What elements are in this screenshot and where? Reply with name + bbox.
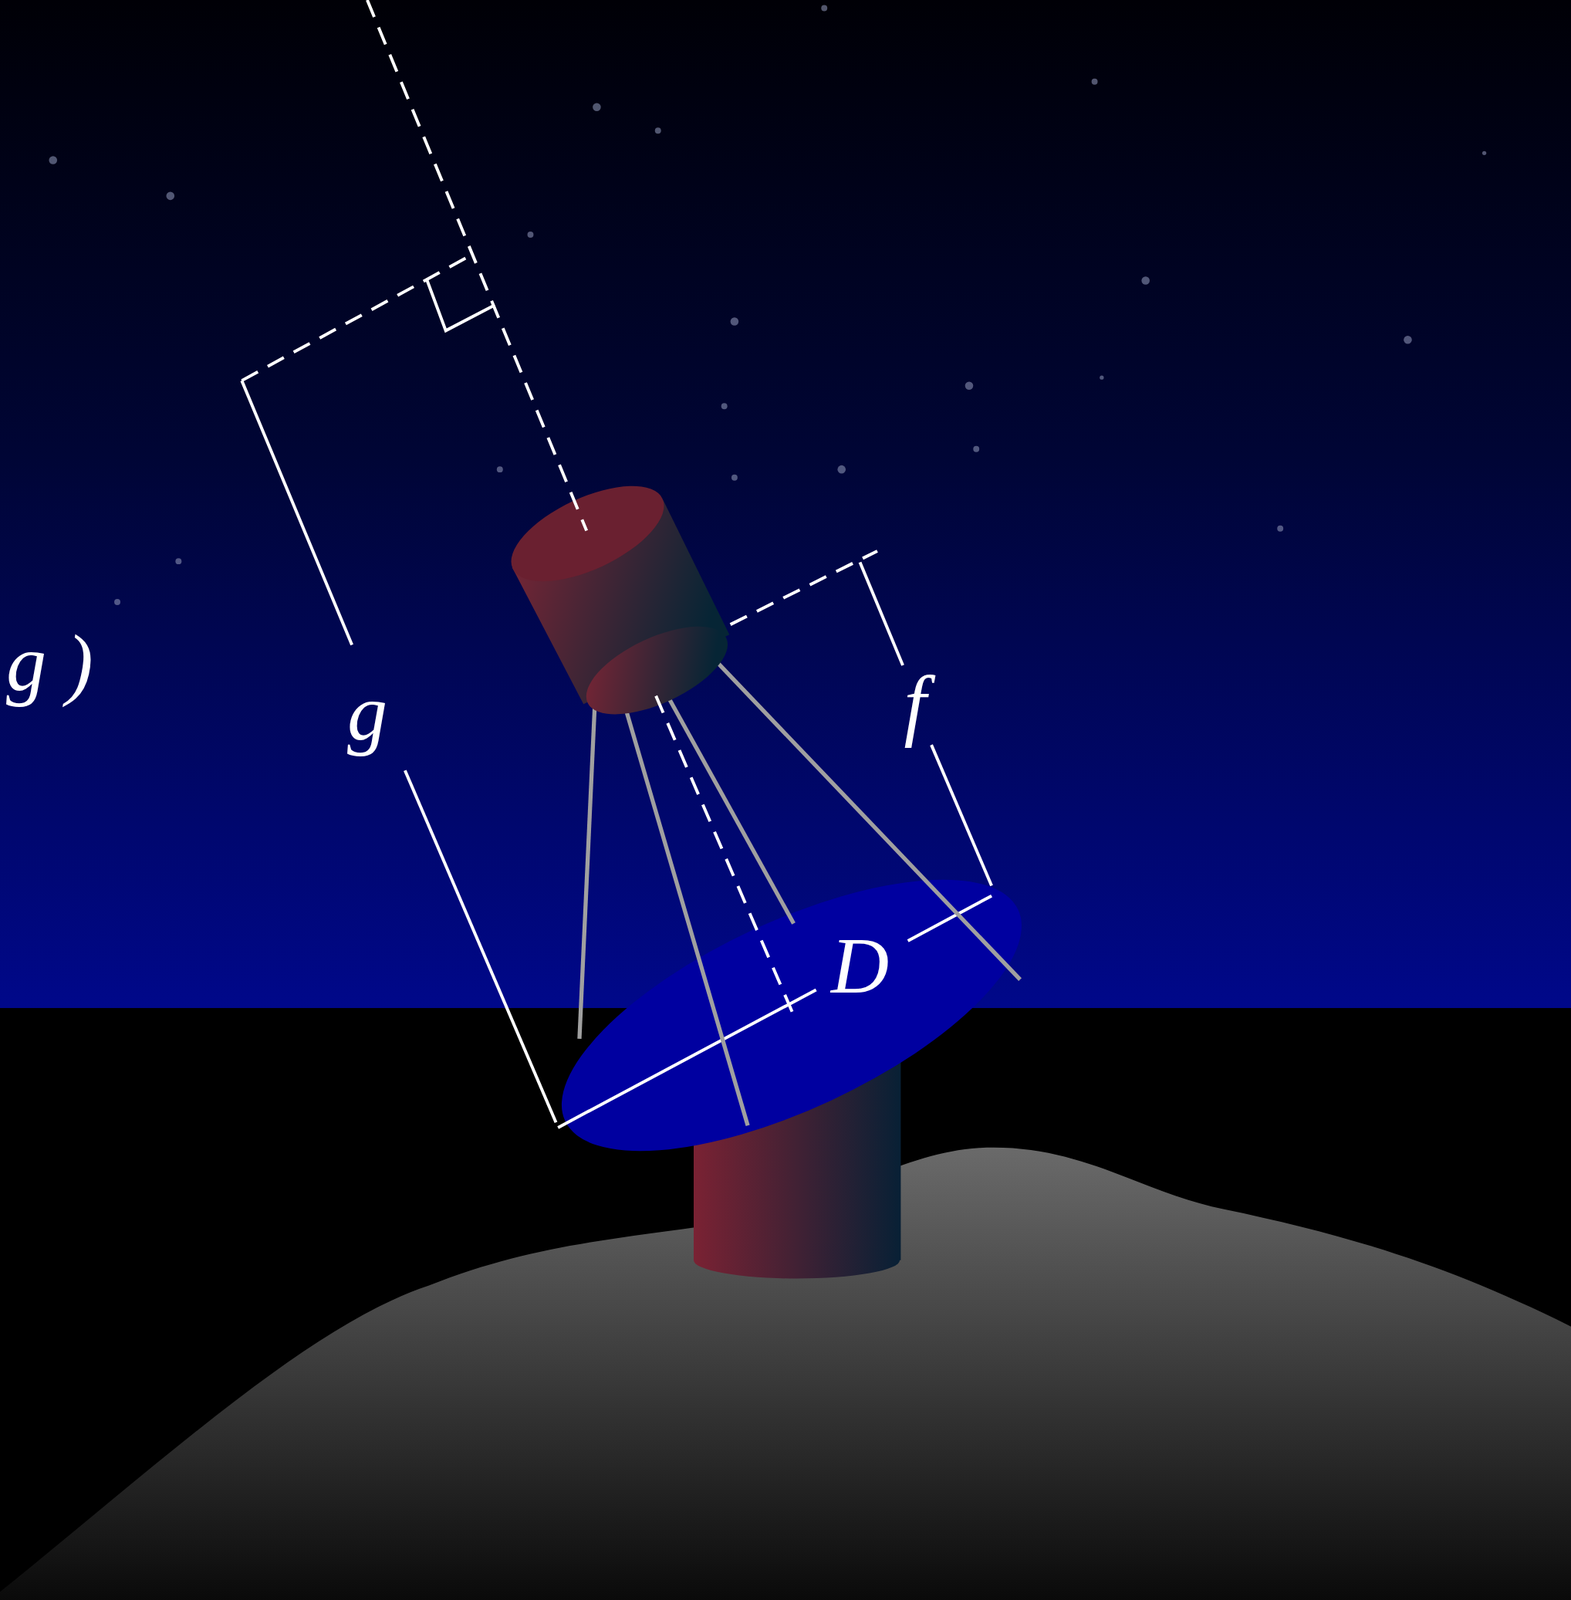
dimension-label: f: [903, 663, 926, 744]
dimension-label: D: [831, 925, 889, 1006]
cropped-label: g ): [6, 622, 94, 703]
dimension-label: g: [347, 672, 388, 753]
